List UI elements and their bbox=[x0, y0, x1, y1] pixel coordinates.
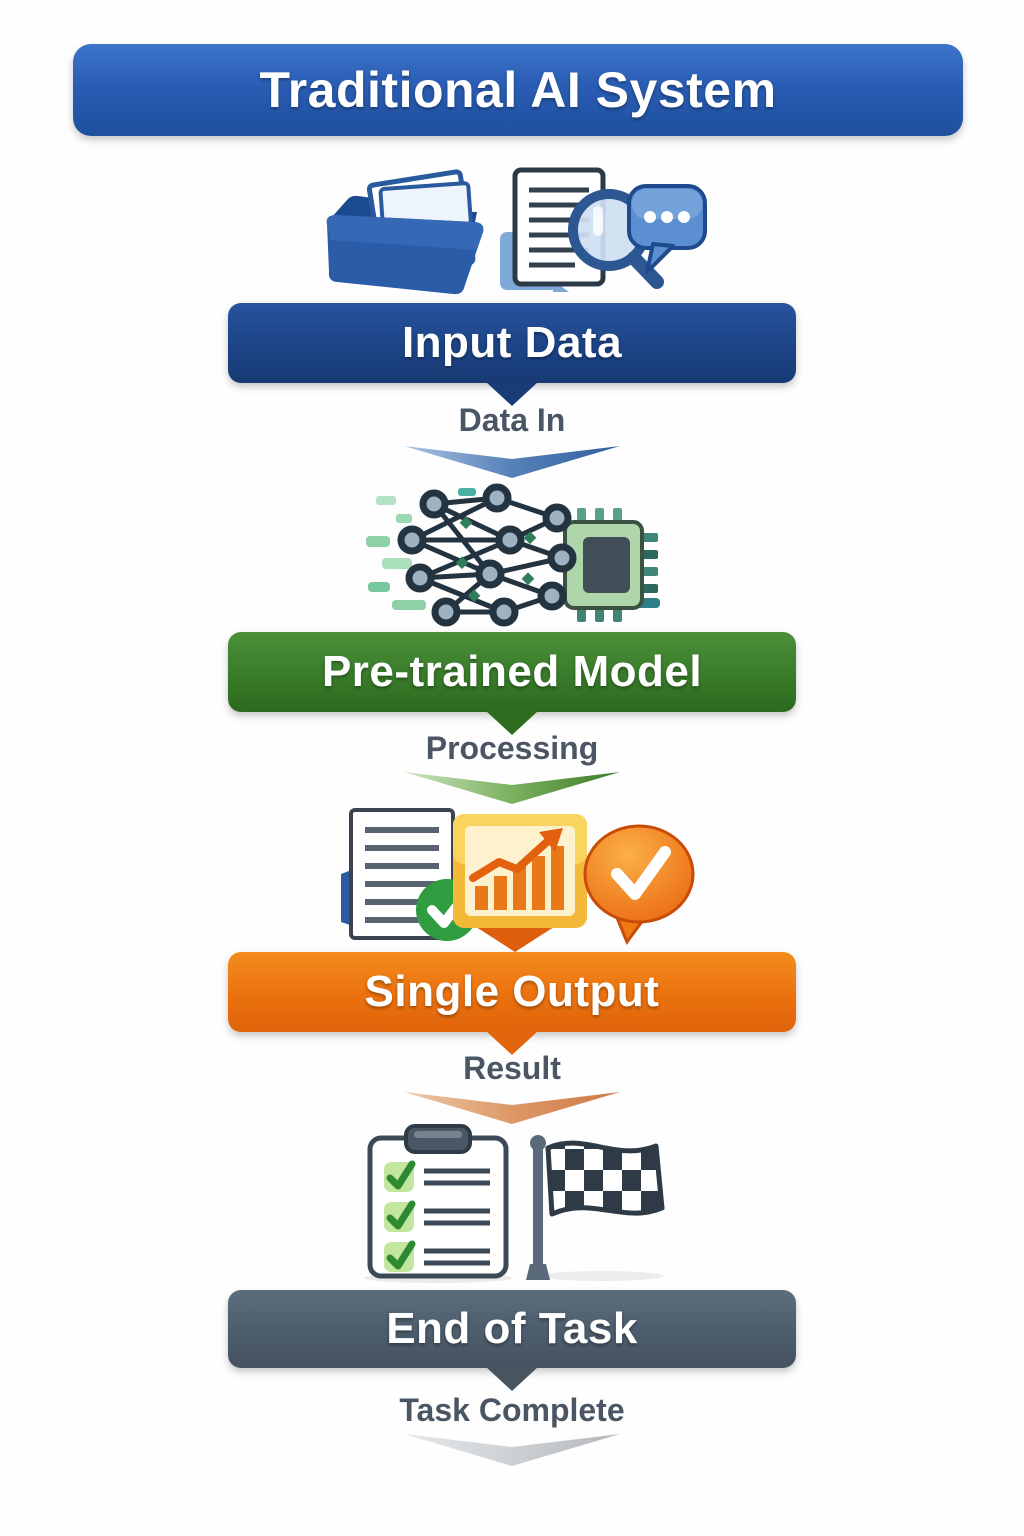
neural-network-icon bbox=[397, 483, 577, 627]
check-bubble-icon bbox=[583, 824, 695, 946]
page-title: Traditional AI System bbox=[259, 62, 777, 118]
down-arrow-blue bbox=[404, 446, 620, 478]
stage-banner-end-of-task: End of Task bbox=[228, 1290, 796, 1368]
data-fragments-icon bbox=[366, 488, 476, 610]
stage-banner-single-output: Single Output bbox=[228, 952, 796, 1032]
down-arrow-gray bbox=[404, 1434, 620, 1466]
transition-label-data-in: Data In bbox=[458, 402, 566, 438]
bar-chart-icon bbox=[453, 814, 587, 952]
end-icons-group bbox=[364, 1124, 665, 1283]
transition-label-task-complete: Task Complete bbox=[399, 1392, 625, 1428]
stage-banner-pre-trained-model: Pre-trained Model bbox=[228, 632, 796, 712]
banner-pointer bbox=[486, 1031, 538, 1055]
checkered-flag-icon bbox=[526, 1135, 665, 1280]
chip-icon bbox=[563, 508, 660, 622]
input-icons-group bbox=[326, 167, 707, 295]
model-icons-group bbox=[366, 483, 660, 627]
stage-label: Pre-trained Model bbox=[321, 647, 703, 696]
down-arrow-orange bbox=[404, 1092, 620, 1124]
banner-pointer bbox=[486, 711, 538, 735]
down-arrow-green bbox=[404, 772, 620, 804]
transition-label-result: Result bbox=[463, 1050, 561, 1086]
stage-label: Input Data bbox=[401, 318, 623, 367]
transition-label-processing: Processing bbox=[425, 730, 599, 766]
banner-pointer bbox=[486, 1367, 538, 1391]
banner-pointer bbox=[486, 382, 538, 406]
chat-bubble-icon bbox=[627, 184, 707, 274]
stage-banner-input-data: Input Data bbox=[228, 303, 796, 383]
checklist-clipboard-icon bbox=[367, 1124, 509, 1279]
output-icons-group bbox=[341, 808, 695, 952]
stage-label: Single Output bbox=[364, 967, 660, 1016]
document-magnifier-icon bbox=[500, 167, 664, 292]
folder-icon bbox=[326, 169, 484, 295]
title-banner: Traditional AI System bbox=[73, 44, 963, 136]
stage-label: End of Task bbox=[386, 1304, 638, 1353]
